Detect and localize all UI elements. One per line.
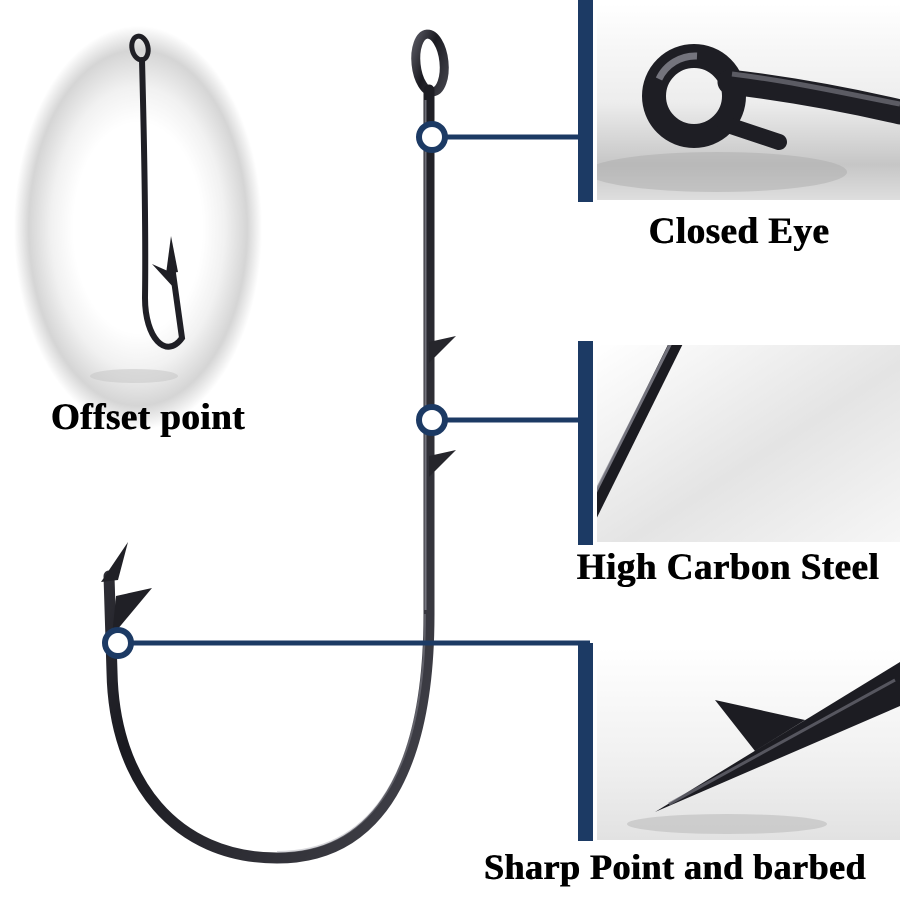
small-hook-wire <box>139 57 186 350</box>
label-offset-point: Offset point <box>50 397 246 438</box>
small-hook-barb <box>152 264 174 288</box>
callout-marker-sharp-point <box>102 627 134 659</box>
steel-wire-photo <box>597 345 900 542</box>
point-barb <box>715 700 805 751</box>
hook-sharp-point <box>101 542 128 582</box>
callout-marker-closed-eye <box>416 121 448 153</box>
eye-wire-highlight <box>731 71 900 107</box>
hook-shank-and-bend <box>103 84 435 864</box>
offset-point-photo <box>14 26 262 430</box>
hook-bend-highlight <box>276 613 426 853</box>
closed-eye-photo <box>597 4 900 200</box>
panel-photo-sharp-point <box>597 648 900 840</box>
hook-shank-barb-upper <box>429 336 456 363</box>
photo-shadow <box>627 814 827 834</box>
hook-point-barb <box>112 588 152 636</box>
small-hook-point <box>166 236 178 274</box>
callout-marker-high-carbon-steel <box>416 404 448 436</box>
label-high-carbon-steel: High Carbon Steel <box>576 547 880 588</box>
panel-accent-bar-closed-eye <box>578 0 593 202</box>
label-closed-eye: Closed Eye <box>648 211 830 252</box>
label-sharp-point: Sharp Point and barbed <box>483 847 867 887</box>
steel-wire <box>597 345 683 518</box>
offset-hook-illustration <box>90 33 186 383</box>
steel-wire-highlight <box>597 345 672 493</box>
main-hook <box>101 29 456 864</box>
hook-shadow <box>90 369 178 383</box>
photo-shadow <box>597 152 847 192</box>
hook-closed-eye <box>411 29 449 97</box>
sharp-point-photo <box>597 648 900 840</box>
photo-background <box>597 345 900 542</box>
panel-photo-closed-eye <box>597 4 900 200</box>
panel-photo-high-carbon-steel <box>597 345 900 542</box>
hook-shank-barb-lower <box>429 450 456 477</box>
photo-background <box>597 648 900 840</box>
panel-accent-bar-sharp-point <box>578 643 593 841</box>
eye-loop-highlight <box>655 52 698 81</box>
eye-wire-end <box>717 116 787 150</box>
panel-accent-bar-high-carbon-steel <box>578 341 593 545</box>
eye-wire-tail <box>717 69 900 125</box>
point-wire-highlight <box>668 678 896 806</box>
